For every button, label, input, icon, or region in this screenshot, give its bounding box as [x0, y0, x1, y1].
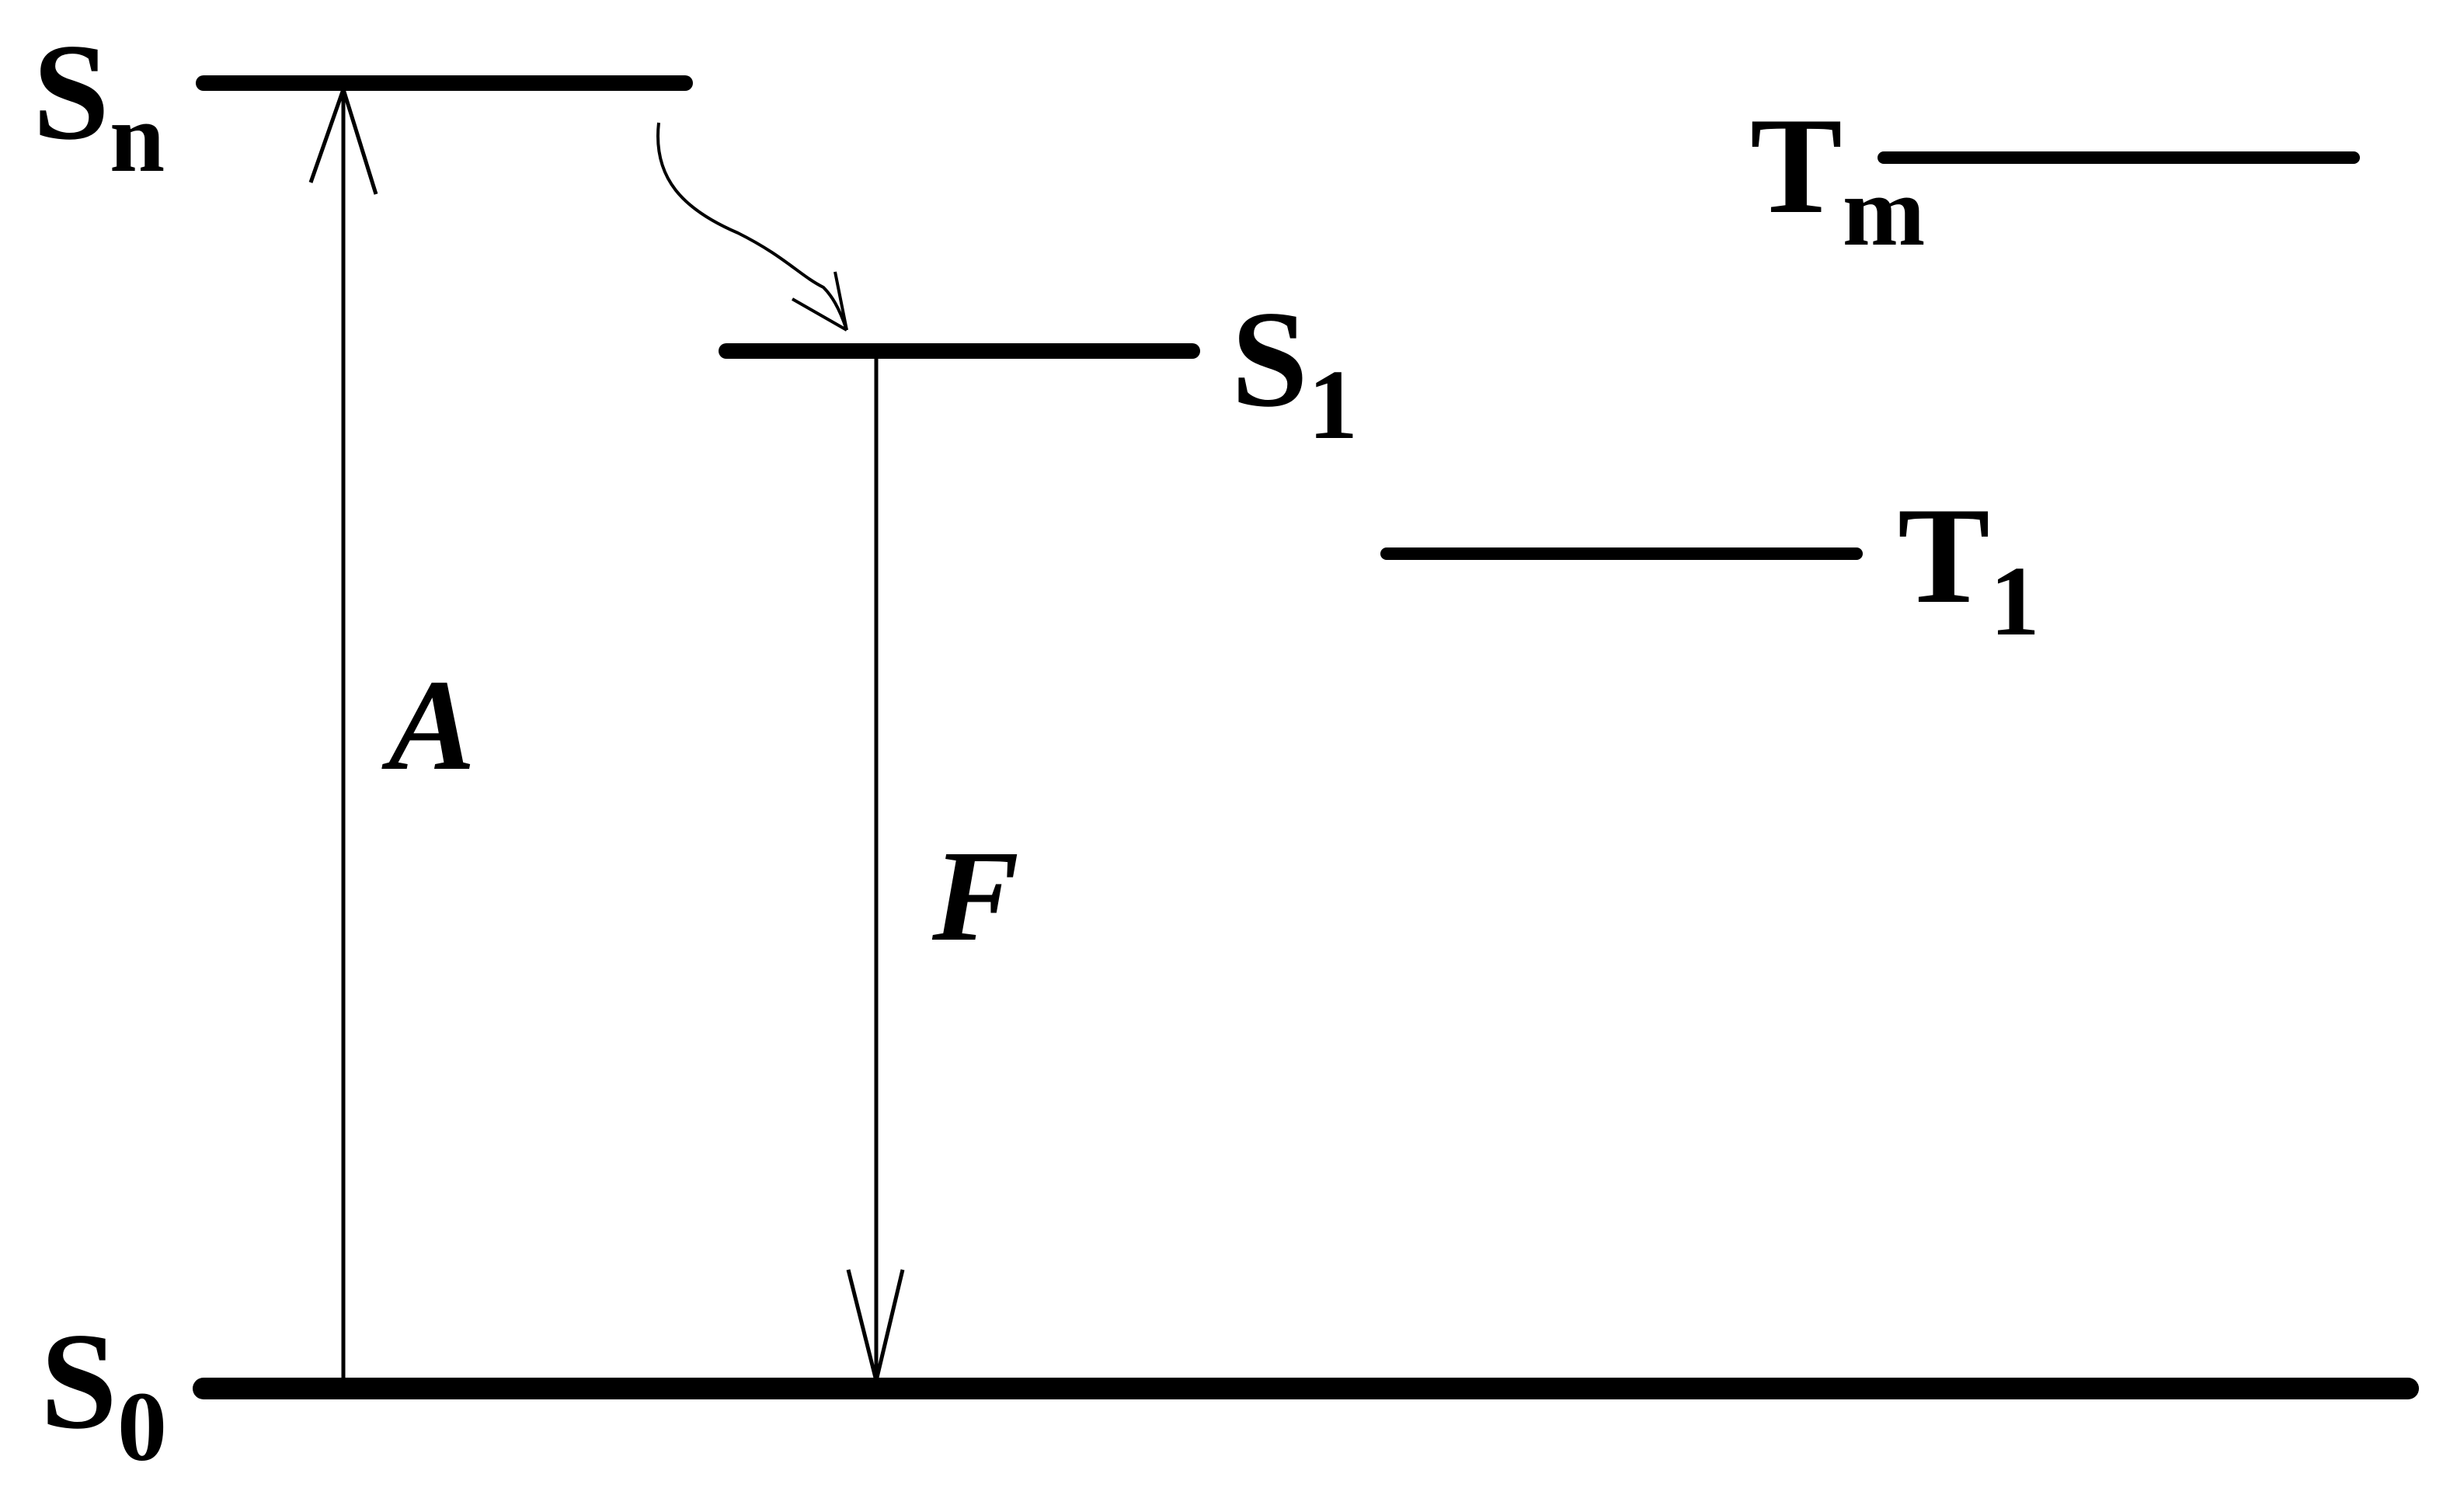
internal-conversion-arrow: [656, 122, 848, 332]
fluorescence-label: F: [931, 824, 1019, 968]
sn-label: Sn: [33, 15, 165, 193]
tm-label: Tm: [1750, 89, 1925, 266]
s1-label: S1: [1231, 282, 1358, 460]
absorption-label: A: [381, 653, 475, 798]
t1-label: T1: [1898, 478, 2040, 656]
s0-label: S0: [40, 1304, 167, 1482]
absorption-arrow: [308, 89, 378, 1382]
fluorescence-arrow: [846, 357, 905, 1382]
